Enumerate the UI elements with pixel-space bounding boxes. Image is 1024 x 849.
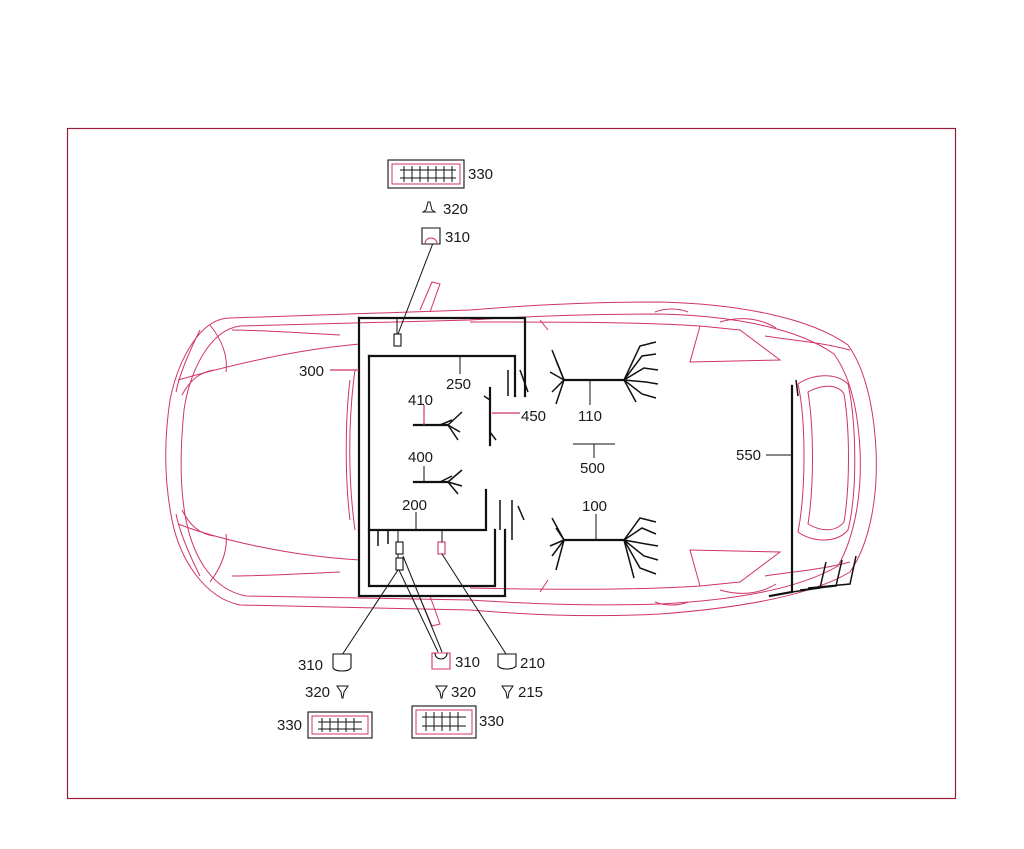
label-320-bl: 320 (305, 684, 330, 701)
harness-450 (483, 386, 520, 447)
housing-210-br (497, 653, 517, 670)
label-300: 300 (299, 363, 324, 380)
label-200: 200 (402, 497, 427, 514)
label-550: 550 (736, 447, 761, 464)
inline-connector-br (437, 541, 446, 555)
harness-300-frame (357, 316, 529, 598)
terminal-320-top (421, 201, 437, 213)
car-body-outline (165, 281, 877, 627)
label-310-top: 310 (445, 229, 470, 246)
harness-200 (367, 488, 488, 546)
connector-block-330-bl (307, 711, 373, 739)
label-215-br: 215 (518, 684, 543, 701)
label-410: 410 (408, 392, 433, 409)
housing-310-top (421, 227, 441, 245)
diagram-frame (66, 127, 957, 800)
terminal-320-bl (336, 685, 349, 699)
label-320-top: 320 (443, 201, 468, 218)
leader-bl-310 (341, 569, 399, 656)
harness-500 (573, 443, 615, 458)
inline-connector-bl1 (395, 541, 404, 555)
label-310-bm: 310 (455, 654, 480, 671)
harness-400 (412, 466, 463, 495)
housing-310-bm (431, 652, 451, 670)
label-500: 500 (580, 460, 605, 477)
terminal-320-bm (435, 685, 448, 699)
harness-410 (412, 405, 463, 441)
leader-br-210 (441, 553, 507, 655)
label-330-top: 330 (468, 166, 493, 183)
label-330-bm: 330 (479, 713, 504, 730)
label-100: 100 (582, 498, 607, 515)
label-310-bl: 310 (298, 657, 323, 674)
housing-310-bl (332, 653, 352, 672)
inline-connector-top (393, 333, 402, 347)
label-400: 400 (408, 449, 433, 466)
leader-bm-310a (398, 569, 439, 653)
connector-block-330-bm (411, 705, 477, 739)
harness-110 (549, 341, 659, 405)
label-210-br: 210 (520, 655, 545, 672)
label-320-bm: 320 (451, 684, 476, 701)
label-110: 110 (578, 408, 602, 425)
harness-550 (766, 379, 857, 598)
label-250: 250 (446, 376, 471, 393)
label-450: 450 (521, 408, 546, 425)
connector-block-330-top (387, 159, 465, 189)
harness-100 (549, 514, 659, 579)
terminal-215-br (501, 685, 514, 699)
leader-bm-310b (402, 555, 443, 653)
label-330-bl: 330 (277, 717, 302, 734)
leader-top-310 (397, 242, 434, 335)
inline-connector-bl2 (395, 557, 404, 571)
